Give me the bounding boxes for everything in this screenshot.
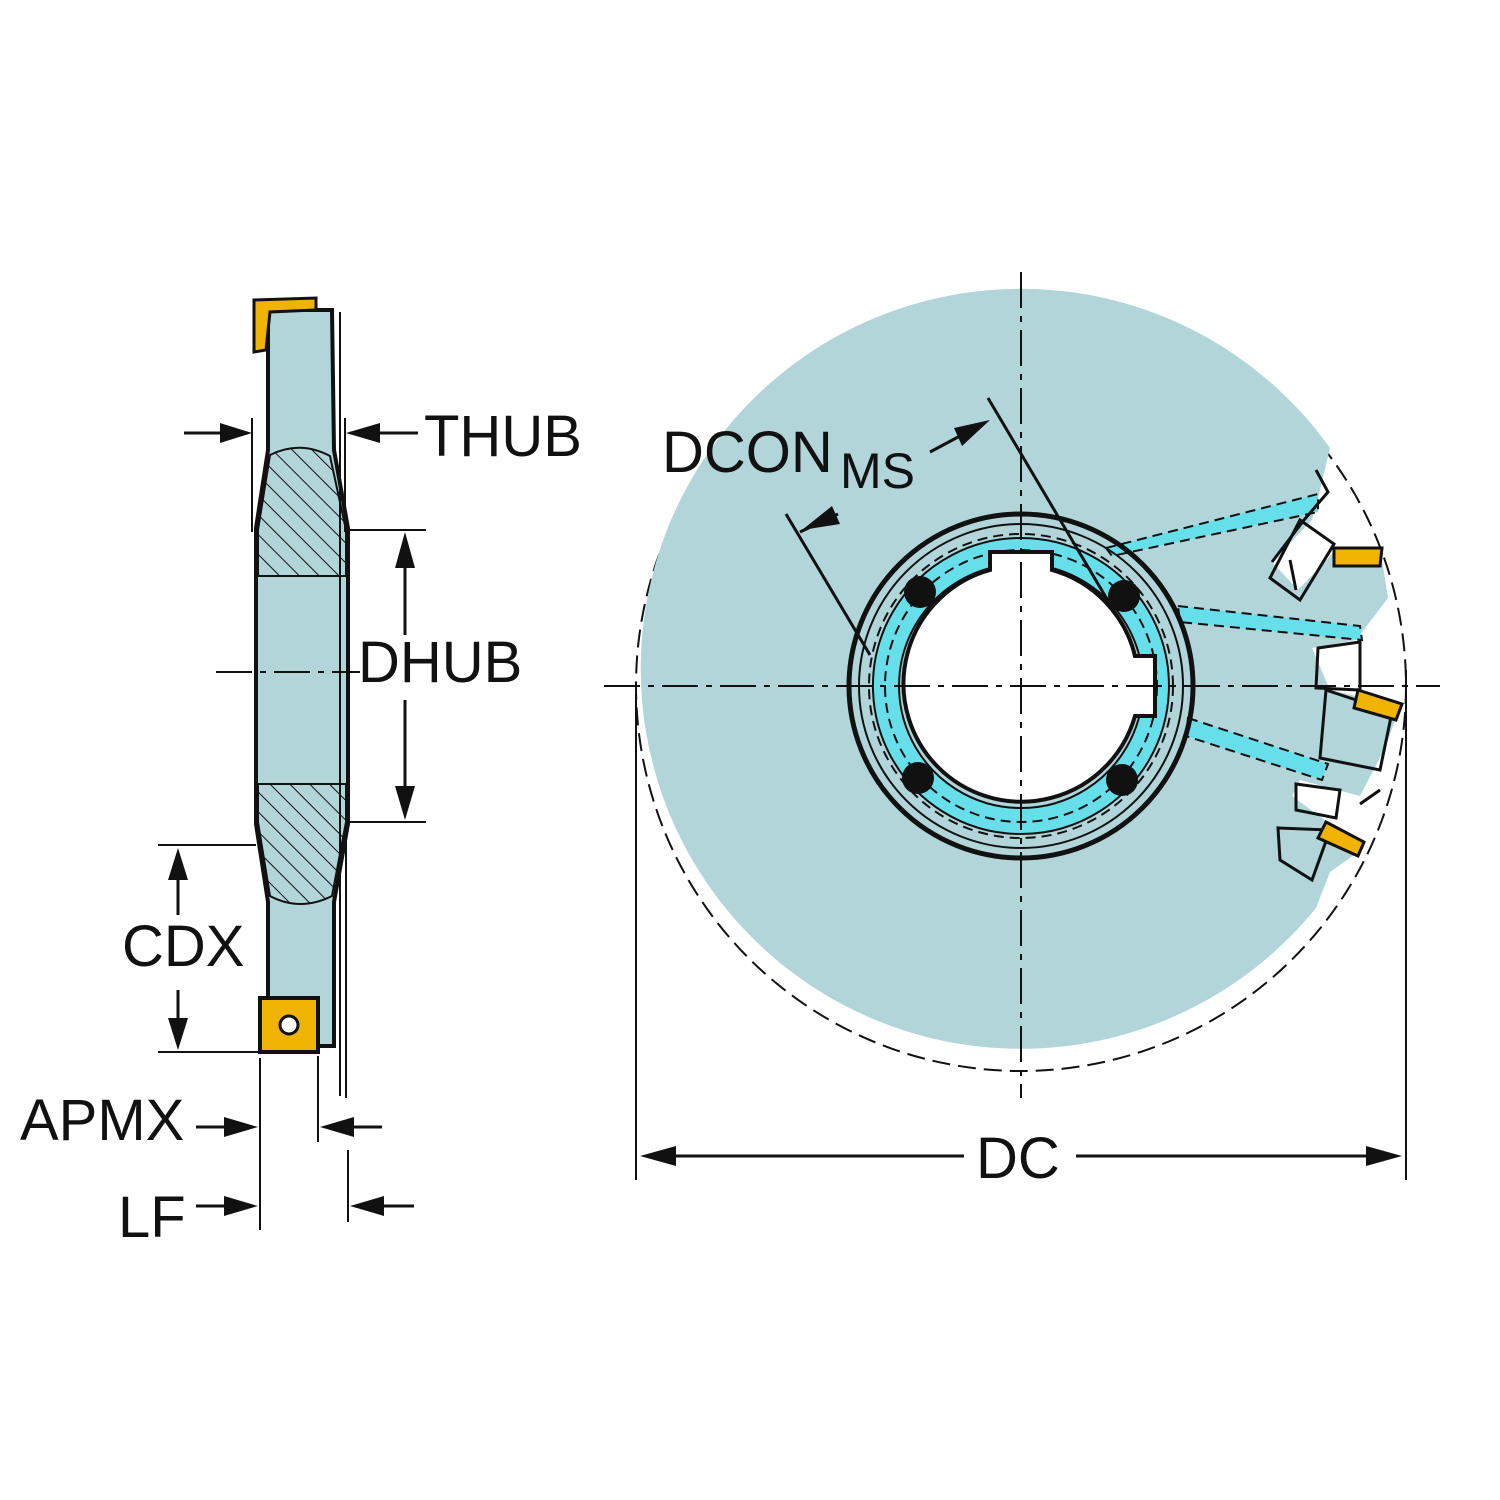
insert-top xyxy=(252,296,318,354)
hole-icon xyxy=(902,762,934,794)
coolant-ring xyxy=(871,537,1170,835)
hub-section-lower xyxy=(257,783,347,905)
cdx-label: CDX xyxy=(122,914,244,979)
thub-label: THUB xyxy=(424,404,582,469)
dcon-sub-label: MS xyxy=(840,443,915,499)
hole-icon xyxy=(1108,580,1140,612)
dhub-label: DHUB xyxy=(358,630,522,695)
coolant-channels xyxy=(1104,492,1364,782)
insert-tooth-3 xyxy=(1315,819,1366,858)
hole-icon xyxy=(1106,764,1138,796)
cutter-inserts xyxy=(1315,546,1404,858)
insert-tooth-2 xyxy=(1352,688,1404,722)
insert-tooth-1 xyxy=(1332,546,1384,568)
teeth xyxy=(1268,469,1394,883)
side-view-body xyxy=(254,308,350,1048)
side-view xyxy=(216,296,360,1098)
hub-section-upper xyxy=(257,446,347,577)
side-view-dimensions: THUB DHUB CDX APMX LF xyxy=(20,404,582,1250)
front-view xyxy=(604,272,1440,1098)
mounting-holes xyxy=(902,576,1140,796)
lf-label: LF xyxy=(118,1185,186,1250)
apmx-label: APMX xyxy=(20,1088,184,1153)
insert-screw-icon xyxy=(278,1014,300,1036)
hole-icon xyxy=(904,576,936,608)
dc-label: DC xyxy=(976,1126,1060,1191)
dcon-label: DCON xyxy=(662,420,833,485)
front-view-dimensions: DCON MS DC xyxy=(635,397,1407,1191)
